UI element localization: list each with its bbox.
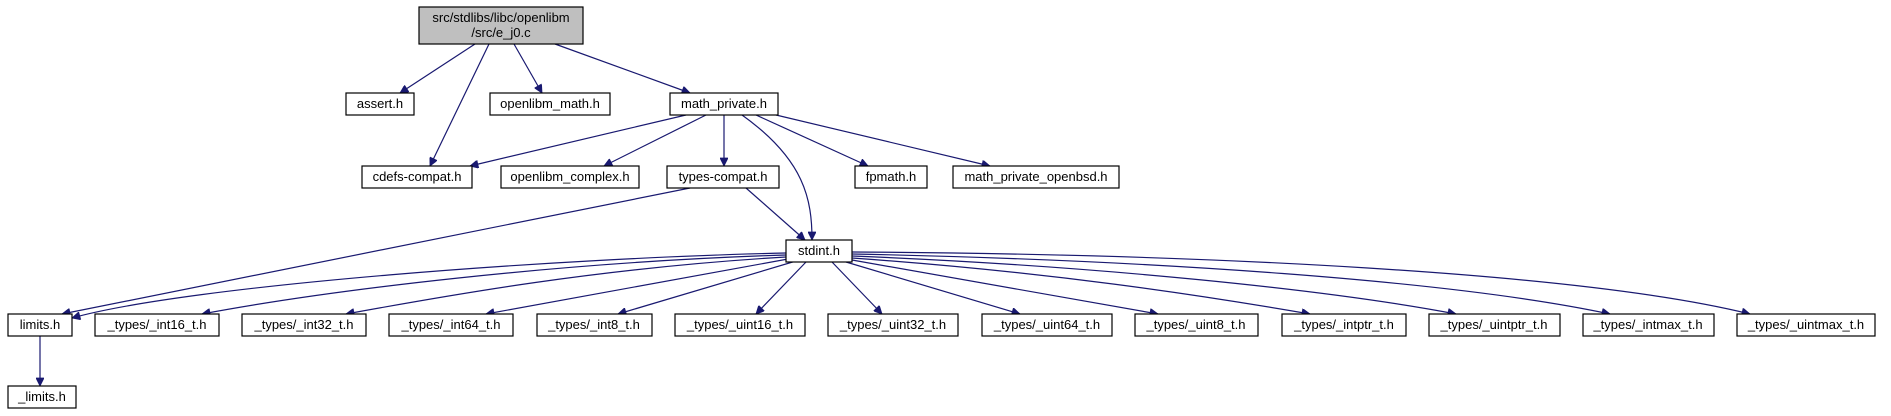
node-types-uintptr-t-h[interactable]: _types/_uintptr_t.h <box>1428 313 1561 337</box>
node-types-int16-t-h[interactable]: _types/_int16_t.h <box>94 313 220 337</box>
node-types-int8-t-h-label: _types/_int8_t.h <box>547 317 640 332</box>
edge-stdint-to-uintmax <box>851 251 1750 314</box>
node-limits-h[interactable]: limits.h <box>7 313 73 337</box>
node-types-uint16-t-h[interactable]: _types/_uint16_t.h <box>674 313 806 337</box>
edges-layer <box>40 43 1750 386</box>
node-assert-h-label: assert.h <box>357 96 403 111</box>
node-openlibm-complex-h-label: openlibm_complex.h <box>510 169 629 184</box>
node-math-private-openbsd-h[interactable]: math_private_openbsd.h <box>952 165 1120 189</box>
node-types-uint8-t-h-label: _types/_uint8_t.h <box>1145 317 1245 332</box>
node-types-intmax-t-h[interactable]: _types/_intmax_t.h <box>1582 313 1715 337</box>
node-fpmath-h[interactable]: fpmath.h <box>854 165 928 189</box>
edge-math-private-to-stdint <box>741 114 812 240</box>
node-types-uintmax-t-h-label: _types/_uintmax_t.h <box>1747 317 1864 332</box>
node-types-int64-t-h-label: _types/_int64_t.h <box>400 317 500 332</box>
node-types-intptr-t-h[interactable]: _types/_intptr_t.h <box>1281 313 1407 337</box>
node-math-private-h[interactable]: math_private.h <box>669 92 779 116</box>
edge-stdint-to-uint8 <box>851 259 1158 314</box>
node-openlibm-math-h-label: openlibm_math.h <box>500 96 600 111</box>
node-stdint-h-label: stdint.h <box>798 243 840 258</box>
node-types-int16-t-h-label: _types/_int16_t.h <box>106 317 206 332</box>
node-root-e-j0[interactable]: src/stdlibs/libc/openlibm /src/e_j0.c <box>418 6 584 45</box>
edge-types-compat-to-stdint <box>745 187 805 240</box>
nodes-layer: src/stdlibs/libc/openlibm /src/e_j0.c as… <box>7 6 1876 409</box>
node-types-uintptr-t-h-label: _types/_uintptr_t.h <box>1440 317 1548 332</box>
node-fpmath-h-label: fpmath.h <box>866 169 917 184</box>
node-stdint-h[interactable]: stdint.h <box>785 239 853 263</box>
node-math-private-h-label: math_private.h <box>681 96 767 111</box>
edge-root-to-openlibm-math <box>513 43 543 93</box>
edge-math-private-to-fpmath <box>755 114 868 166</box>
node-cdefs-compat-h[interactable]: cdefs-compat.h <box>361 165 473 189</box>
node-types-uint64-t-h[interactable]: _types/_uint64_t.h <box>981 313 1113 337</box>
edge-stdint-to-int16 <box>202 254 787 314</box>
node-types-intmax-t-h-label: _types/_intmax_t.h <box>1592 317 1702 332</box>
node-types-compat-h[interactable]: types-compat.h <box>666 165 780 189</box>
node-types-uint32-t-h-label: _types/_uint32_t.h <box>839 317 946 332</box>
edge-root-to-assert <box>400 43 476 94</box>
node-cdefs-compat-h-label: cdefs-compat.h <box>373 169 462 184</box>
node-types-uint32-t-h[interactable]: _types/_uint32_t.h <box>827 313 959 337</box>
node-types-int64-t-h[interactable]: _types/_int64_t.h <box>388 313 514 337</box>
edge-types-compat-to-limits <box>62 187 691 314</box>
node-assert-h[interactable]: assert.h <box>345 92 415 116</box>
edge-stdint-to-int32 <box>346 256 787 314</box>
edge-stdint-to-intmax <box>851 253 1610 314</box>
edge-stdint-to-int8 <box>618 260 797 314</box>
edge-stdint-to-limits <box>72 252 787 318</box>
edge-root-to-math-private <box>554 43 690 93</box>
node-types-uint64-t-h-label: _types/_uint64_t.h <box>993 317 1100 332</box>
edge-stdint-to-uint64 <box>845 261 1020 314</box>
node-limits-underscore-h[interactable]: _limits.h <box>7 385 77 409</box>
edge-math-private-to-cdefs-compat <box>470 114 687 166</box>
node-types-compat-h-label: types-compat.h <box>679 169 768 184</box>
node-math-private-openbsd-h-label: math_private_openbsd.h <box>964 169 1107 184</box>
edge-stdint-to-uint16 <box>756 261 807 314</box>
edge-stdint-to-uintptr <box>851 255 1456 314</box>
node-types-int32-t-h-label: _types/_int32_t.h <box>253 317 353 332</box>
node-root-label-line-1: src/stdlibs/libc/openlibm <box>432 10 569 25</box>
node-types-uintmax-t-h[interactable]: _types/_uintmax_t.h <box>1736 313 1876 337</box>
edge-math-private-to-math-private-openbsd <box>775 114 990 166</box>
edge-stdint-to-intptr <box>851 257 1310 314</box>
node-openlibm-complex-h[interactable]: openlibm_complex.h <box>500 165 640 189</box>
node-root-label-line-2: /src/e_j0.c <box>471 25 531 40</box>
edge-stdint-to-int64 <box>486 258 789 314</box>
node-types-uint8-t-h[interactable]: _types/_uint8_t.h <box>1134 313 1259 337</box>
node-limits-underscore-h-label: _limits.h <box>17 389 66 404</box>
node-openlibm-math-h[interactable]: openlibm_math.h <box>489 92 611 116</box>
edge-stdint-to-uint32 <box>831 261 882 314</box>
edge-root-to-cdefs-compat <box>429 43 490 166</box>
node-limits-h-label: limits.h <box>20 317 60 332</box>
node-types-uint16-t-h-label: _types/_uint16_t.h <box>686 317 793 332</box>
node-types-intptr-t-h-label: _types/_intptr_t.h <box>1293 317 1394 332</box>
node-types-int8-t-h[interactable]: _types/_int8_t.h <box>536 313 653 337</box>
node-types-int32-t-h[interactable]: _types/_int32_t.h <box>241 313 367 337</box>
edge-math-private-to-openlibm-complex <box>604 114 707 167</box>
